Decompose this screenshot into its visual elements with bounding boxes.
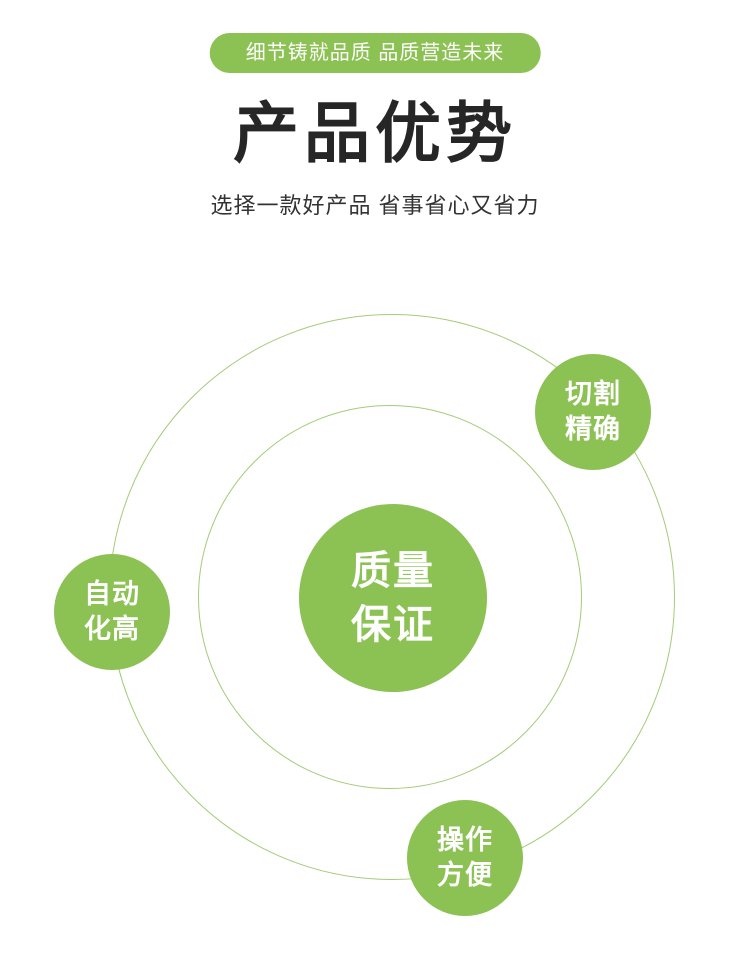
- page-subtitle: 选择一款好产品 省事省心又省力: [210, 193, 540, 218]
- tagline-badge: 细节铸就品质 品质营造未来: [209, 33, 541, 73]
- node-high-automation-line2: 化高: [84, 614, 140, 644]
- node-cut-precision-line1: 切割: [565, 378, 621, 409]
- node-cut-precision: 切割 精确: [535, 354, 651, 470]
- node-quality-guarantee: 质量 保证: [299, 504, 487, 692]
- node-easy-operation-line1: 操作: [437, 824, 493, 855]
- node-easy-operation: 操作 方便: [407, 800, 523, 916]
- node-quality-guarantee-line2: 保证: [351, 603, 435, 647]
- node-cut-precision-line2: 精确: [565, 414, 621, 444]
- node-high-automation-line1: 自动: [84, 578, 140, 609]
- node-high-automation: 自动 化高: [54, 554, 170, 670]
- page-title: 产品优势: [233, 96, 517, 170]
- inner-ring: [198, 405, 582, 789]
- node-quality-guarantee-line1: 质量: [351, 549, 435, 593]
- node-easy-operation-line2: 方便: [437, 860, 493, 890]
